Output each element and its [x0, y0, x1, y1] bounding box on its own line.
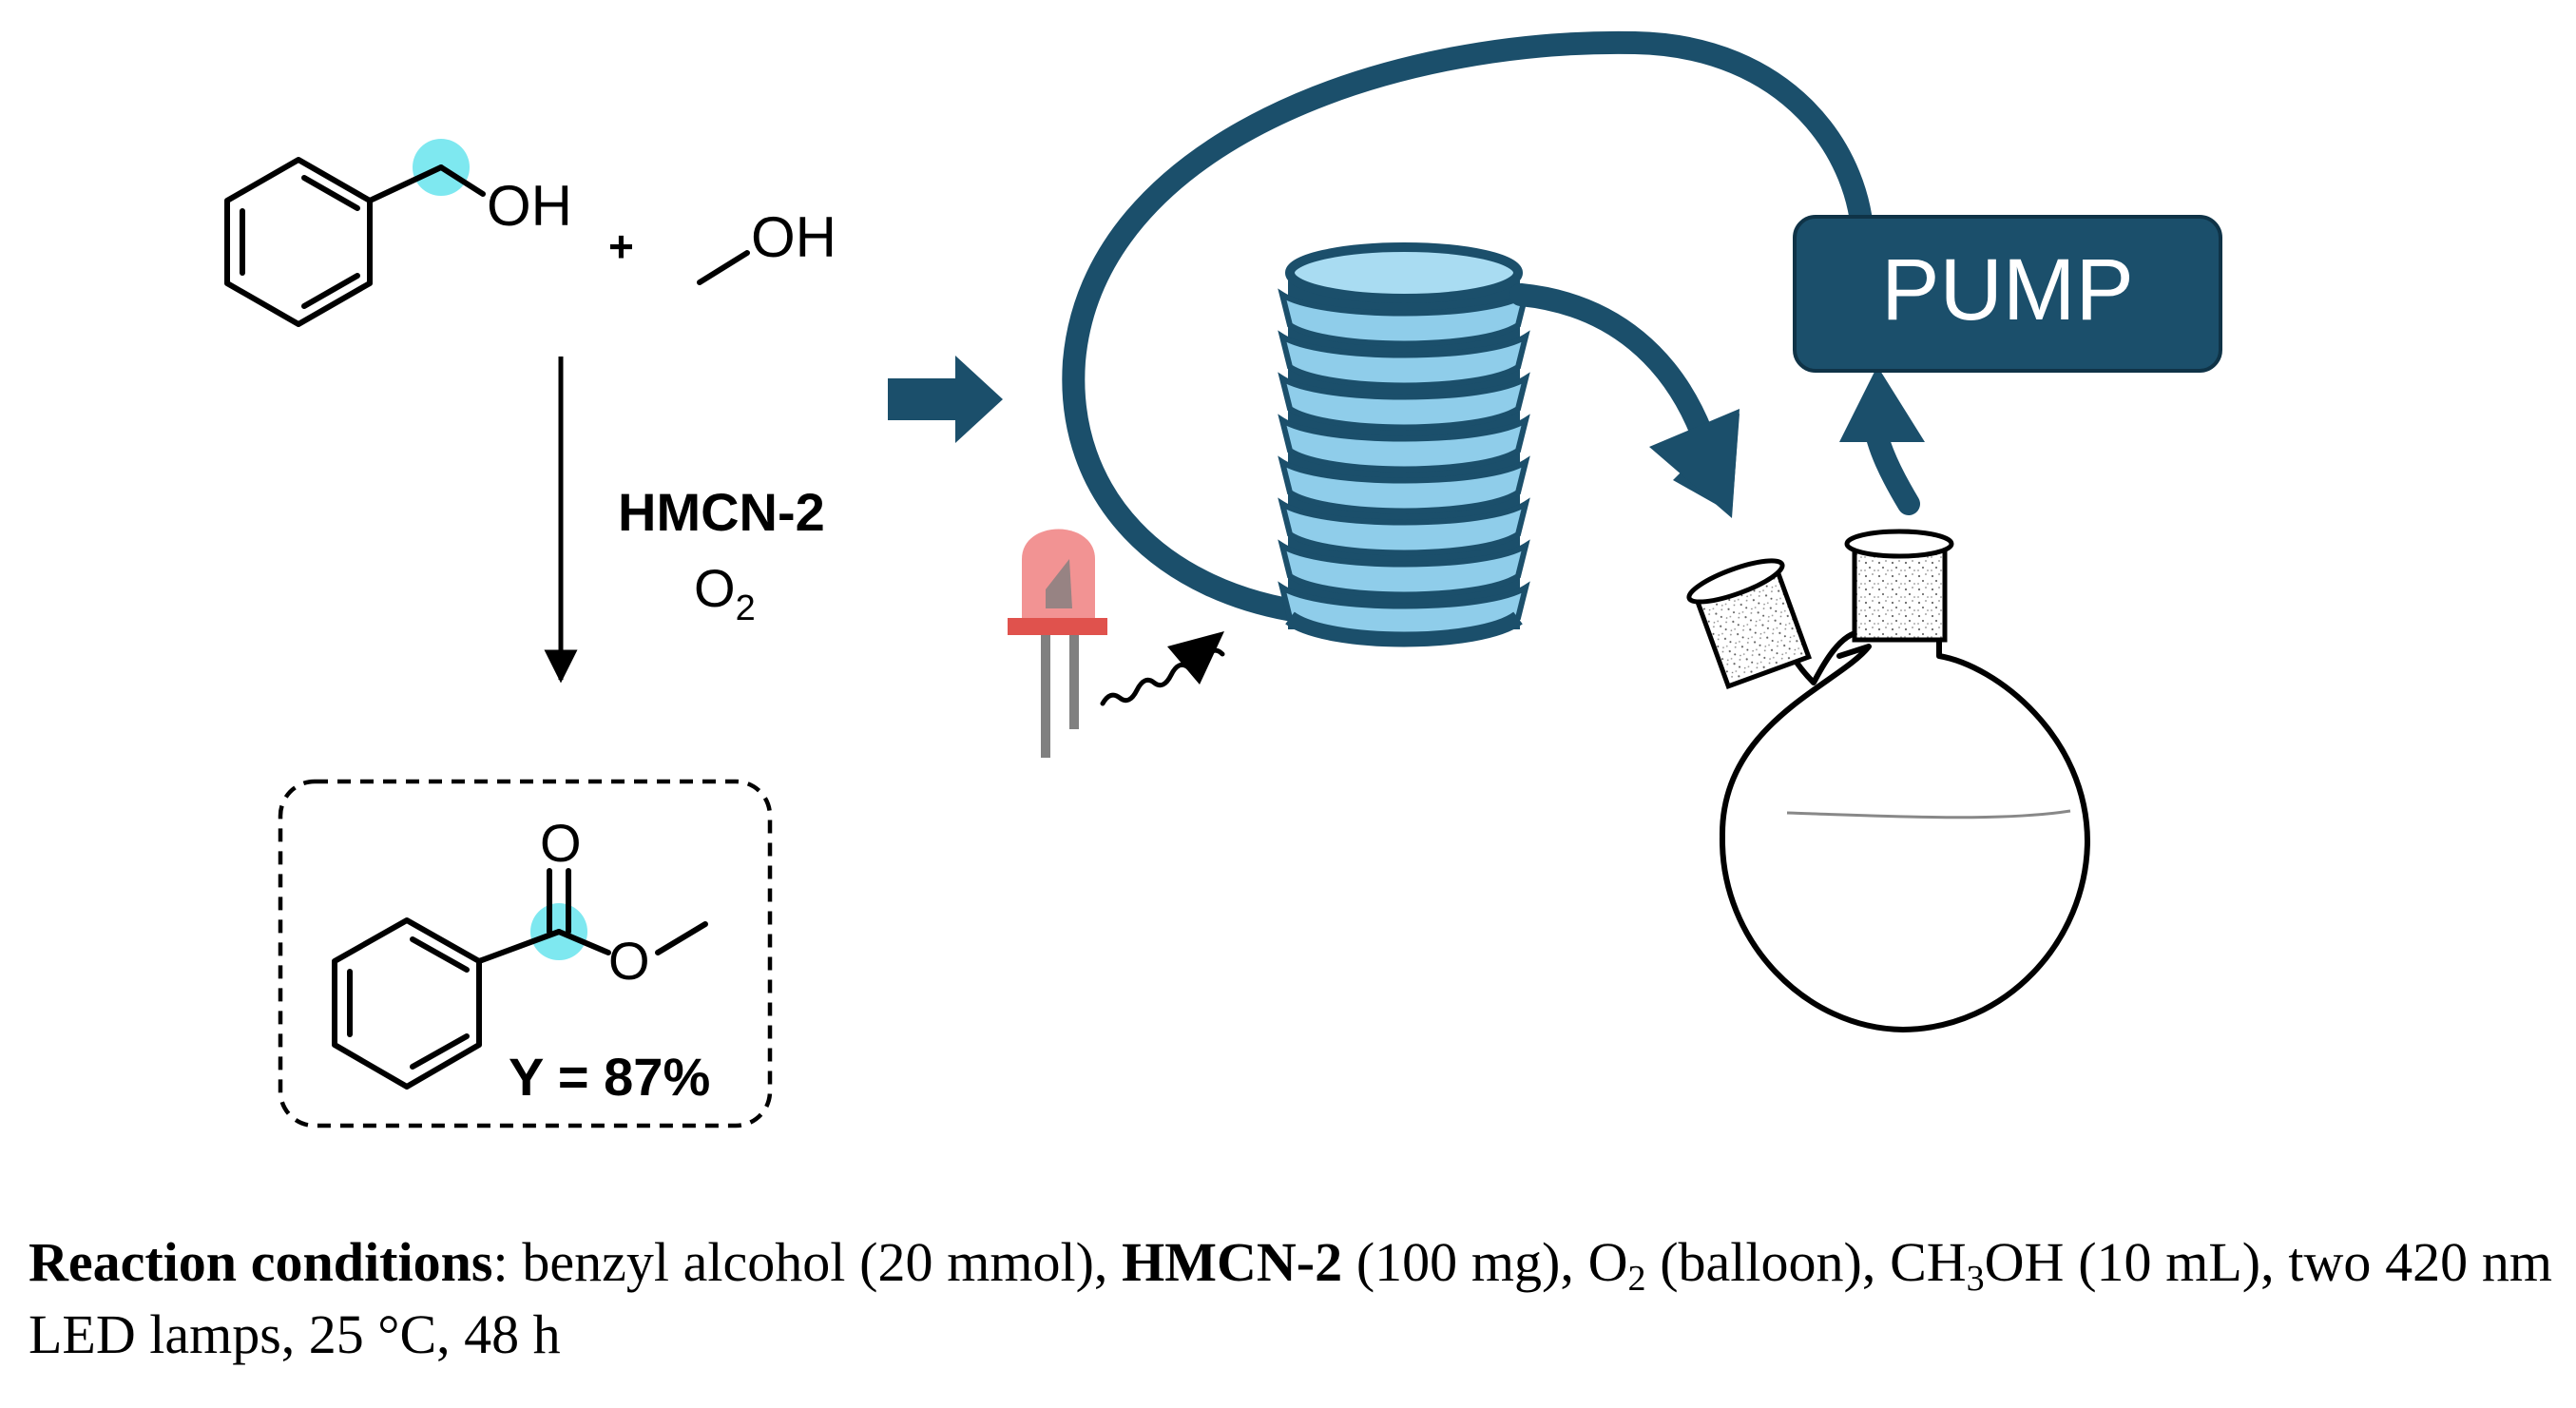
- pump-box: PUMP: [1793, 215, 2222, 373]
- benzyl-alcohol-structure: OH: [224, 139, 572, 327]
- reactor-top-cap: [1285, 242, 1523, 303]
- flask-stopper-left: [1686, 558, 1813, 689]
- methanol-structure: OH: [697, 205, 836, 285]
- pump-label: PUMP: [1881, 241, 2134, 338]
- flask-to-pump-arrow: [1839, 366, 1925, 515]
- scheme-diagram: OH + OH HMCN-2 O2 O O Y = 87%: [224, 30, 2222, 1128]
- coil-turn: [1278, 414, 1530, 473]
- wavy-light-arrow-icon: [1100, 631, 1225, 706]
- oxidant-label: O2: [694, 558, 756, 628]
- coil-to-flask-arrow: [1509, 283, 1740, 518]
- carbonyl-o-label: O: [540, 813, 582, 873]
- caption-text-4: OH (10 mL), two 420 nm LED lamps, 25 °C,…: [29, 1231, 2552, 1365]
- product-benzene-ring: [332, 917, 482, 1090]
- reactor-coil-icon: [1278, 242, 1530, 647]
- flask-stopper-right: [1844, 529, 1954, 643]
- catalyst-label: HMCN-2: [618, 482, 825, 542]
- coil-bottom-rim: [1285, 611, 1523, 647]
- coil-turn: [1278, 330, 1530, 389]
- recirculation-loop: [1062, 30, 1874, 625]
- coil-turn: [1278, 372, 1530, 431]
- caption-sub-ch3: 3: [1966, 1259, 1985, 1299]
- reactant2-oh-label: OH: [751, 205, 836, 269]
- coil-turn: [1278, 497, 1530, 556]
- caption-text-2: (100 mg), O: [1342, 1231, 1628, 1293]
- flask-body: [1719, 591, 2090, 1032]
- caption-text-1: benzyl alcohol (20 mmol),: [508, 1231, 1123, 1293]
- yield-label: Y = 87%: [509, 1047, 710, 1107]
- caption-text-3: (balloon), CH: [1645, 1231, 1967, 1293]
- caption-label: Reaction conditions: [29, 1231, 493, 1293]
- led-icon: [1008, 529, 1107, 758]
- benzene-ring: [224, 157, 373, 327]
- product-box: O O Y = 87%: [278, 779, 773, 1128]
- ester-o-label: O: [608, 931, 650, 991]
- caption-sub-o2: 2: [1627, 1259, 1646, 1299]
- reaction-conditions-caption: Reaction conditions: benzyl alcohol (20 …: [29, 1226, 2552, 1371]
- reactant1-oh-label: OH: [487, 174, 572, 238]
- coil-turn: [1278, 455, 1530, 514]
- two-neck-flask-icon: [1686, 529, 2090, 1032]
- plus-sign: +: [608, 222, 634, 271]
- transition-arrow: [888, 356, 1003, 443]
- caption-catalyst: HMCN-2: [1122, 1231, 1343, 1293]
- coil-turn: [1278, 539, 1530, 598]
- coil-turn: [1278, 288, 1530, 347]
- caption-colon: :: [492, 1231, 509, 1293]
